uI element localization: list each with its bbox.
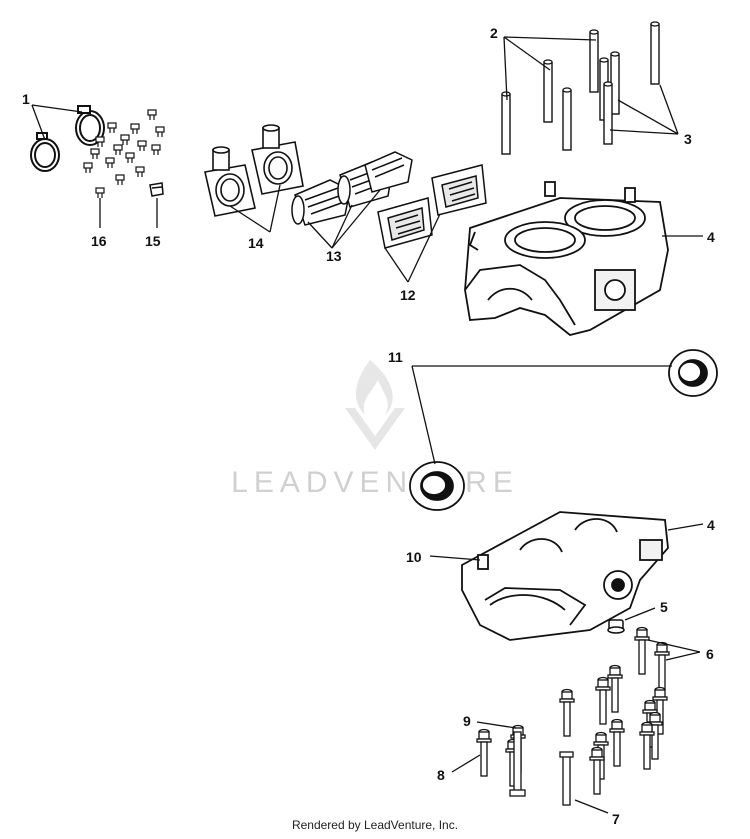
clip-part [149, 182, 164, 197]
callout-16: 16 [91, 233, 107, 249]
cylinder-stud-set [501, 21, 660, 155]
watermark-logo-icon [345, 360, 405, 450]
reed-cage-pair [377, 164, 487, 249]
crankcase-bolt-set [476, 626, 670, 795]
drain-plug [607, 619, 625, 634]
callout-12: 12 [400, 287, 416, 303]
callout-7: 7 [612, 811, 620, 827]
long-bolt-9 [509, 731, 526, 797]
callout-5: 5 [660, 599, 668, 615]
callout-6: 6 [706, 646, 714, 662]
callout-10: 10 [406, 549, 422, 565]
leader-lines [31, 36, 704, 814]
callout-14: 14 [248, 235, 264, 251]
callout-13: 13 [326, 248, 342, 264]
lower-crankcase [461, 511, 669, 641]
callout-2: 2 [490, 25, 498, 41]
callout-9: 9 [463, 713, 471, 729]
hose-clamp-pair [30, 105, 105, 172]
long-bolt-7 [559, 751, 574, 806]
callout-1: 1 [22, 91, 30, 107]
intake-adapter-pair [204, 124, 304, 217]
callout-4-lower: 4 [707, 517, 715, 533]
reed-valve-set [291, 151, 413, 226]
crank-seal-pair [409, 349, 718, 511]
upper-crankcase [464, 181, 669, 336]
footer-credit: Rendered by LeadVenture, Inc. [291, 818, 459, 832]
callout-8: 8 [437, 767, 445, 783]
callout-15: 15 [145, 233, 161, 249]
callout-3: 3 [684, 131, 692, 147]
callout-4-upper: 4 [707, 229, 715, 245]
callout-11: 11 [388, 349, 403, 365]
watermark-text: LEADVENTURE [231, 466, 519, 499]
